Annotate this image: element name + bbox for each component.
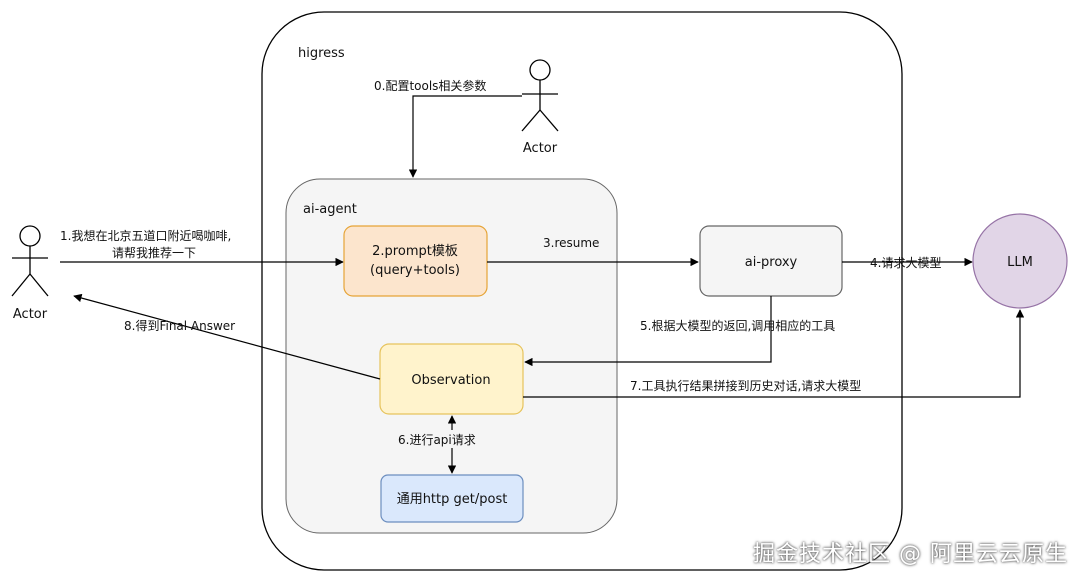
edge-call-tool-label: 5.根据大模型的返回,调用相应的工具 [640,318,835,333]
edge-resume-label: 3.resume [543,236,599,250]
http-label: 通用http get/post [397,492,508,507]
ai-agent-label: ai-agent [303,202,357,217]
edge-concat-history [523,309,1025,398]
higress-label: higress [298,46,345,61]
edge-config [408,95,522,178]
edge-call-tool [524,296,772,367]
edge-request-llm-label: 4.请求大模型 [870,256,941,270]
edge-config-label: 0.配置tools相关参数 [374,78,486,93]
watermark: 掘金技术社区 @ 阿里云云原生 [753,542,1068,567]
llm-node [972,213,1068,309]
user-actor-icon [11,225,49,297]
prompt-template-label-2: (query+tools) [370,263,460,278]
admin-actor-label: Actor [523,141,558,156]
edge-final-answer [73,293,381,380]
http-node [380,474,524,523]
edge-final-answer-label: 8.得到Final Answer [124,318,235,333]
edge-question-label-2: 请帮我推荐一下 [112,246,196,260]
observation-label: Observation [411,373,490,388]
prompt-template-label-1: 2.prompt模板 [372,244,458,259]
edge-api-request-label: 6.进行api请求 [398,433,476,447]
llm-label: LLM [1007,255,1033,270]
admin-actor-icon [521,59,559,132]
edge-concat-history-label: 7.工具执行结果拼接到历史对话,请求大模型 [630,378,861,393]
edge-api-request-label-bg [396,430,492,448]
user-actor-label: Actor [13,307,48,322]
ai-proxy-label: ai-proxy [745,255,798,270]
edge-question-label-1: 1.我想在北京五道口附近喝咖啡, [60,228,231,243]
prompt-template-node [343,225,488,297]
